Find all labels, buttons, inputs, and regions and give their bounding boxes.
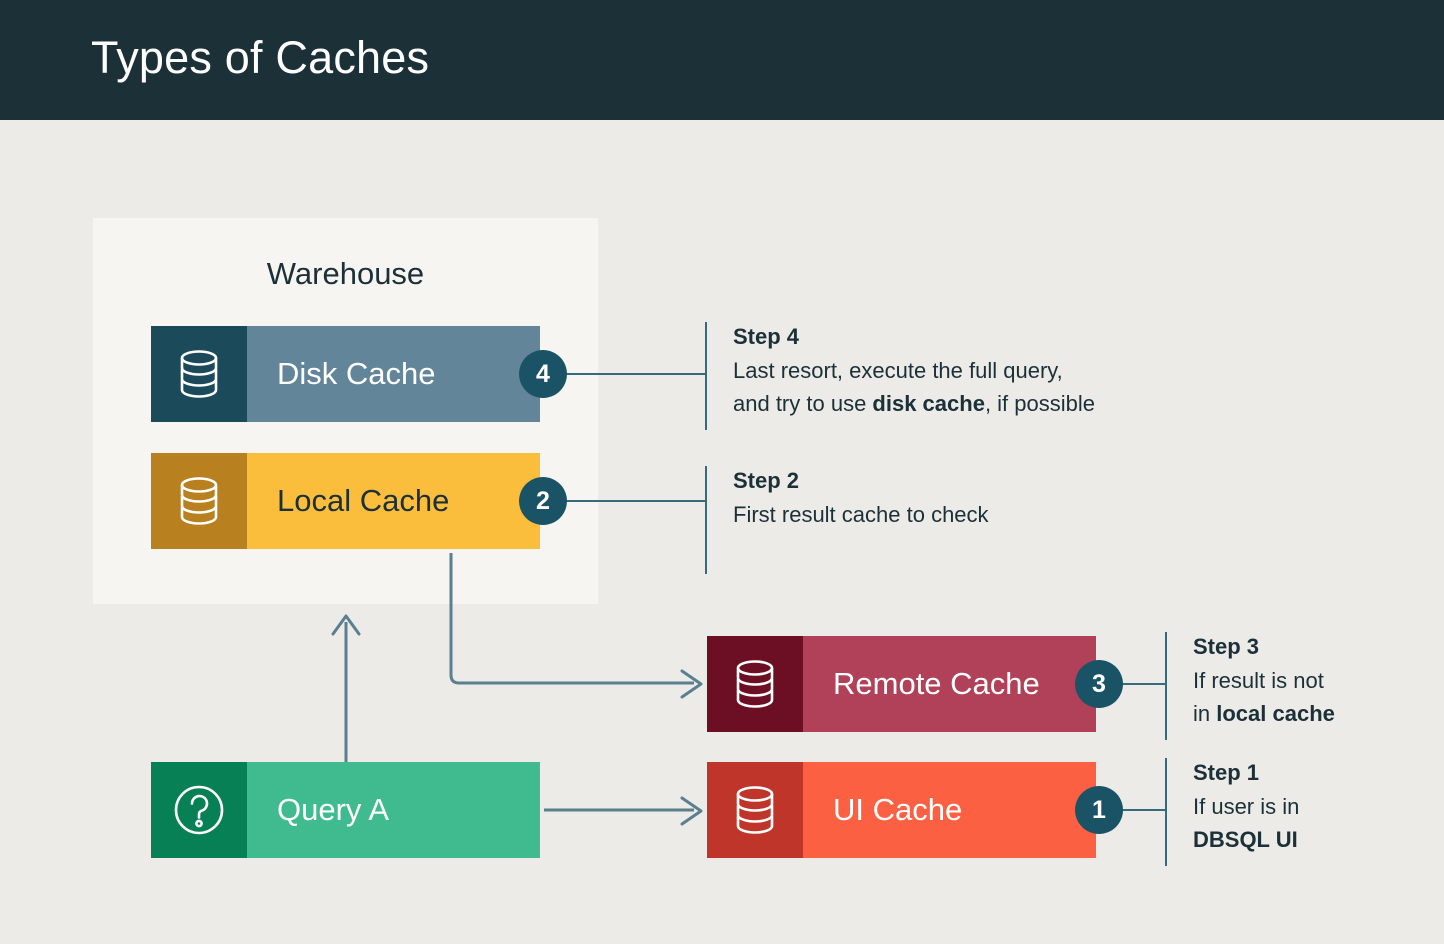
step-3-desc-line2-pre: in xyxy=(1193,700,1217,726)
leader-line-step-1 xyxy=(1122,809,1166,811)
disk-cache-label: Disk Cache xyxy=(277,356,436,391)
step-2-desc: First result cache to check xyxy=(733,499,1233,532)
bracket-step-2 xyxy=(705,466,707,574)
step-block-2: Step 2 First result cache to check xyxy=(733,468,1233,532)
question-circle-icon xyxy=(174,785,224,835)
step-4-desc-line2-pre: and try to use xyxy=(733,390,873,416)
step-3-desc: If result is not in local cache xyxy=(1193,665,1423,730)
remote-cache-body: Remote Cache xyxy=(803,636,1096,732)
step-badge-1[interactable]: 1 xyxy=(1075,786,1123,834)
step-badge-2[interactable]: 2 xyxy=(519,477,567,525)
step-2-title: Step 2 xyxy=(733,468,800,493)
warehouse-label: Warehouse xyxy=(266,256,425,291)
step-4-desc-line2-bold: disk cache xyxy=(872,390,985,416)
step-1-desc-line1: If user is in xyxy=(1193,794,1300,819)
leader-line-step-2 xyxy=(566,500,706,502)
step-block-3: Step 3 If result is not in local cache xyxy=(1193,634,1423,730)
node-ui-cache[interactable]: UI Cache xyxy=(707,762,1096,858)
ui-cache-icon-panel xyxy=(707,762,803,858)
query-a-label: Query A xyxy=(277,792,389,827)
bracket-step-1 xyxy=(1165,758,1167,866)
database-icon xyxy=(736,786,774,834)
node-disk-cache[interactable]: Disk Cache xyxy=(151,326,540,422)
step-4-desc-line2-post: , if possible xyxy=(984,390,1095,416)
ui-cache-label: UI Cache xyxy=(833,792,963,827)
arrow-query-to-ui-cache xyxy=(544,796,703,826)
bracket-step-3 xyxy=(1165,632,1167,740)
page-title: Types of Caches xyxy=(91,32,430,83)
disk-cache-body: Disk Cache xyxy=(247,326,540,422)
remote-cache-icon-panel xyxy=(707,636,803,732)
step-2-desc-line1: First result cache to check xyxy=(733,502,989,527)
step-block-1: Step 1 If user is in DBSQL UI xyxy=(1193,760,1423,856)
step-4-desc-line1: Last resort, execute the full query, xyxy=(733,358,1063,383)
step-1-desc: If user is in DBSQL UI xyxy=(1193,791,1423,856)
step-badge-4[interactable]: 4 xyxy=(519,350,567,398)
ui-cache-body: UI Cache xyxy=(803,762,1096,858)
step-3-desc-line1: If result is not xyxy=(1193,668,1324,693)
node-query-a[interactable]: Query A xyxy=(151,762,540,858)
step-4-desc: Last resort, execute the full query, and… xyxy=(733,355,1233,420)
database-icon xyxy=(736,660,774,708)
database-icon xyxy=(180,350,218,398)
remote-cache-label: Remote Cache xyxy=(833,666,1040,701)
step-1-desc-line2-bold: DBSQL UI xyxy=(1193,826,1298,852)
leader-line-step-3 xyxy=(1122,683,1166,685)
node-remote-cache[interactable]: Remote Cache xyxy=(707,636,1096,732)
local-cache-label: Local Cache xyxy=(277,483,450,518)
local-cache-icon-panel xyxy=(151,453,247,549)
query-a-body: Query A xyxy=(247,762,540,858)
header-bar: Types of Caches xyxy=(0,0,1444,120)
step-1-title: Step 1 xyxy=(1193,760,1260,785)
node-local-cache[interactable]: Local Cache xyxy=(151,453,540,549)
bracket-step-4 xyxy=(705,322,707,430)
query-a-icon-panel xyxy=(151,762,247,858)
step-badge-3[interactable]: 3 xyxy=(1075,660,1123,708)
leader-line-step-4 xyxy=(566,373,706,375)
step-3-title: Step 3 xyxy=(1193,634,1260,659)
step-4-title: Step 4 xyxy=(733,324,800,349)
step-3-desc-line2-bold: local cache xyxy=(1216,700,1335,726)
disk-cache-icon-panel xyxy=(151,326,247,422)
database-icon xyxy=(180,477,218,525)
local-cache-body: Local Cache xyxy=(247,453,540,549)
arrow-query-to-warehouse xyxy=(331,614,361,762)
step-block-4: Step 4 Last resort, execute the full que… xyxy=(733,324,1233,420)
